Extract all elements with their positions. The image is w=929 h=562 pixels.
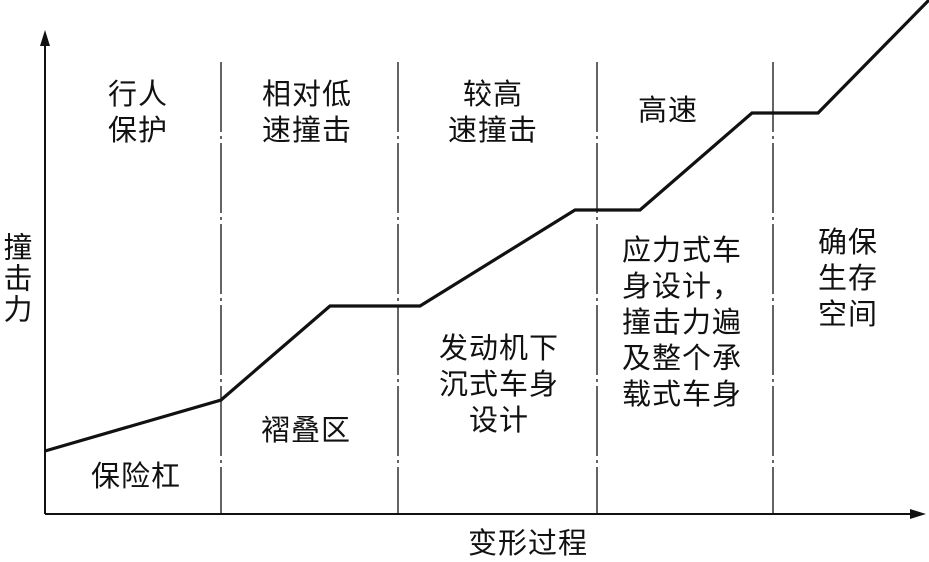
force-curve (44, 0, 929, 453)
zone-label-low-speed: 相对低 速撞击 (261, 77, 352, 147)
zone-label-survival: 确保 生存 空间 (817, 225, 878, 331)
zone-label-stress-body: 应力式车 身设计， 撞击力遍 及整个承 载式车身 (622, 233, 743, 411)
y-axis-arrow (40, 30, 50, 46)
zone-label-bumper: 保险杠 (90, 459, 181, 493)
x-axis-label: 变形过程 (468, 526, 589, 560)
x-axis-arrow (910, 509, 926, 519)
zone-label-pedestrian: 行人 保护 (107, 77, 168, 147)
zone-label-crumple: 褶叠区 (260, 413, 351, 447)
zone-label-engine: 发动机下 沉式车身 设计 (438, 331, 559, 437)
y-axis-label: 撞击力 (0, 232, 33, 325)
zone-label-higher-speed: 较高 速撞击 (447, 77, 538, 147)
zone-label-high-speed: 高速 (637, 93, 698, 127)
